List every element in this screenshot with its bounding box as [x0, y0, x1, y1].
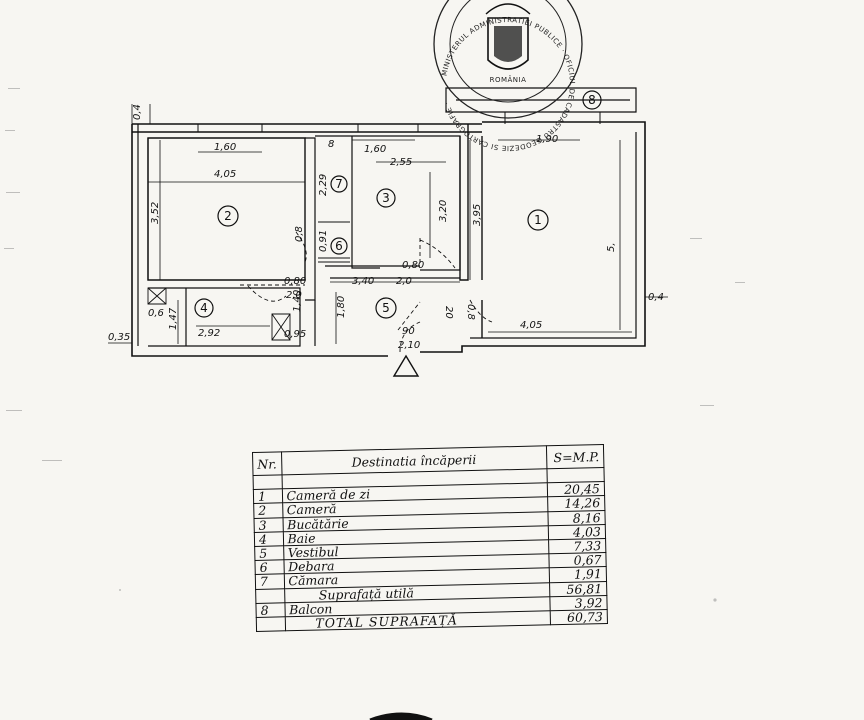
row-no: 6 — [254, 560, 284, 575]
dim-hall-height: 1,80 — [336, 296, 347, 318]
dim-room3-window: 1,60 — [364, 144, 386, 155]
dim-room1-door: 0,8 — [465, 304, 476, 320]
dim-room1-height-a: 3,95 — [472, 204, 483, 226]
row-no: 2 — [253, 503, 283, 518]
official-stamp-seal: MINISTERUL ADMINISTRATIEI PUBLICE · OFIC… — [433, 0, 583, 152]
dim-bath-height: 1,47 — [168, 307, 179, 330]
row-no: 7 — [255, 574, 285, 589]
dim-small-8: 8 — [328, 139, 334, 150]
dim-room2-door-b: 2,0 — [286, 290, 302, 301]
room-7-number: 7 — [335, 177, 343, 191]
header-area: S=M.P. — [546, 444, 604, 469]
dim-room1-top: 1,90 — [536, 134, 558, 145]
row-no: 5 — [254, 546, 284, 561]
dim-room6-label-b: 0,8 — [294, 226, 305, 242]
dim-bath-inner: 0,95 — [284, 329, 306, 340]
row-no: 1 — [253, 489, 283, 504]
dim-room7-height: 2,29 — [318, 174, 329, 196]
room-6-number: 6 — [335, 239, 343, 253]
dim-entry-a: 90 — [402, 326, 415, 337]
dim-room1-wall: 0,4 — [648, 292, 664, 303]
balcony-no: 8 — [255, 602, 285, 618]
dim-room3-door-b: 3,40 — [352, 276, 374, 287]
scan-noise — [4, 88, 745, 602]
dim-room1-height-b: 5, — [606, 242, 617, 252]
room-8-number: 8 — [588, 93, 596, 107]
stamp-center-letters: ROMÂNIA — [490, 75, 527, 84]
dim-room3-door-c: 2,0 — [396, 276, 412, 287]
dim-entry-b: 2,10 — [398, 340, 420, 351]
dim-room2-window: 1,60 — [214, 142, 236, 153]
room-1-number: 1 — [534, 213, 542, 227]
useful-area-value: 56,81 — [549, 581, 607, 596]
row-no: 3 — [253, 517, 283, 533]
entrance-arrow-icon — [392, 354, 420, 377]
dim-room2-width: 4,05 — [214, 169, 236, 180]
dim-room6-height: 0,91 — [318, 230, 329, 252]
dim-room1-width: 4,05 — [520, 320, 542, 331]
bottom-stamp-arc — [369, 712, 433, 720]
row-area: 1,91 — [549, 567, 607, 583]
dim-room2-height: 3,52 — [150, 202, 161, 224]
dim-bottom-left-wall: 0,35 — [108, 332, 130, 343]
room-5-number: 5 — [382, 301, 390, 315]
dim-top-left-wall: 0,4 — [132, 104, 143, 120]
dim-bath-width: 2,92 — [198, 328, 220, 339]
dim-room1-door-b: 20 — [443, 306, 454, 319]
room-2-number: 2 — [224, 209, 232, 223]
room-4-number: 4 — [200, 301, 208, 315]
walls — [108, 87, 668, 357]
row-no: 4 — [254, 532, 284, 547]
dim-bath-door: 1,40 — [292, 290, 303, 312]
room-number-markers — [194, 90, 602, 319]
dim-room3-width: 2,55 — [390, 157, 412, 168]
row-area: 14,26 — [547, 496, 605, 511]
dimension-labels: 0,4 1,60 4,05 3,52 1,60 2,55 3,20 8 2,29… — [108, 104, 664, 351]
total-value: 60,73 — [550, 609, 608, 625]
dim-room3-height: 3,20 — [438, 200, 449, 222]
room-3-number: 3 — [382, 191, 390, 205]
dim-room2-door: 0,80 — [284, 276, 306, 287]
dim-bath-small: 0,6 — [148, 308, 164, 319]
header-no: Nr. — [252, 451, 282, 476]
dim-room3-door: 0,80 — [402, 260, 424, 271]
room-area-table: Nr. Destinatia încăperii S=M.P. 1 Cameră… — [252, 444, 608, 632]
